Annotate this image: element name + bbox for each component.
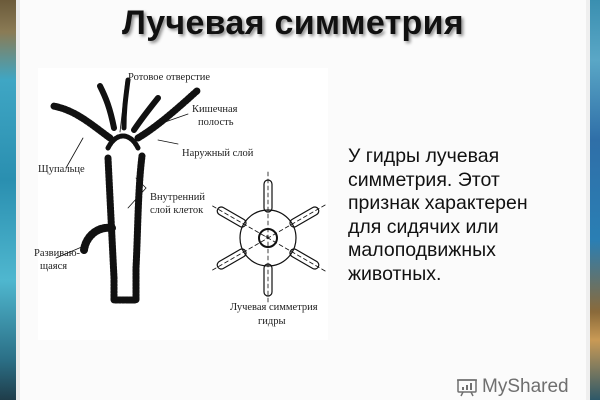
label-radial-caption-1: Лучевая симметрия [230,302,318,313]
body-line: У гидры лучевая [348,145,500,167]
svg-text:*: * [265,234,269,245]
body-text: У гидры лучевая симметрия. Этот признак … [348,145,588,286]
label-bud-1: Развиваю- [34,248,81,259]
label-inner-layer-2: слой клеток [150,205,204,216]
body-line: малоподвижных [348,239,496,261]
left-decorative-strip [0,0,16,400]
label-tentacle: Щупальце [38,164,85,175]
hydra-figure: * Ротовое отверстие Кишечная полость Нар… [34,68,328,340]
watermark[interactable]: MyShared [456,376,569,398]
body-line: признак характерен [348,192,528,214]
body-line: животных. [348,262,442,285]
hydra-diagram-icon: * [49,77,326,305]
slide-title: Лучевая симметрия [122,4,464,42]
right-strip-border [586,0,590,400]
watermark-text: MyShared [482,376,569,397]
label-bud-2: щаяся [40,261,68,272]
label-mouth: Ротовое отверстие [128,72,210,83]
body-line: симметрия. Этот [348,168,500,191]
presentation-chart-icon [457,379,477,397]
label-radial-caption-2: гидры [258,316,286,327]
label-outer-layer: Наружный слой [182,148,254,159]
label-gut-cavity-1: Кишечная [192,104,238,115]
label-inner-layer-1: Внутренний [150,192,205,203]
body-line: для сидячих или [348,215,499,238]
left-strip-border [16,0,20,400]
label-gut-cavity-2: полость [198,117,234,128]
right-decorative-strip [590,0,600,400]
